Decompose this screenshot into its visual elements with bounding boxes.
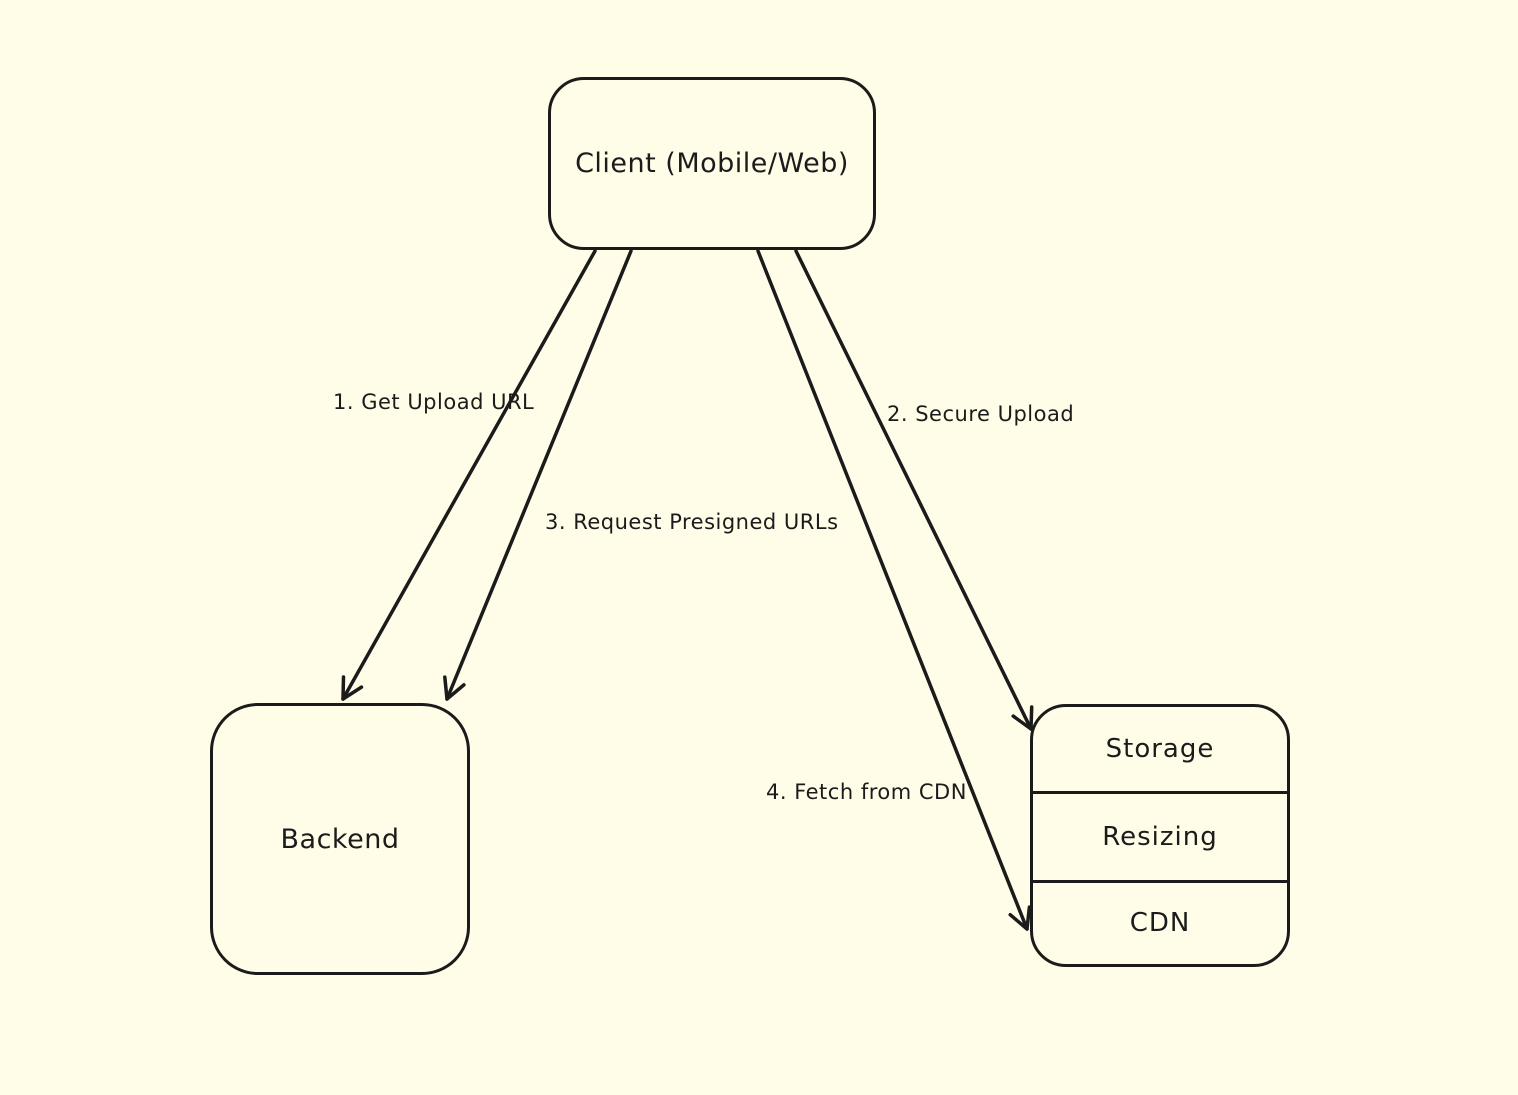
arrow-label-get-upload-url: 1. Get Upload URL <box>333 390 535 414</box>
arrow-request-presigned-urls <box>443 249 633 701</box>
arrow-line <box>756 249 1029 931</box>
stack-row-storage: Storage <box>1105 734 1215 764</box>
arrow-secure-upload <box>794 249 1034 731</box>
node-client: Client (Mobile/Web) <box>548 77 876 250</box>
arrowhead-icon <box>1008 905 1032 931</box>
arrow-get-upload-url <box>341 249 597 701</box>
arrowhead-icon <box>341 675 364 701</box>
arrowhead-icon <box>443 675 466 701</box>
node-backend-label: Backend <box>280 823 400 855</box>
arrow-line <box>341 249 597 701</box>
node-backend: Backend <box>210 703 470 975</box>
arrow-label-secure-upload: 2. Secure Upload <box>887 402 1075 426</box>
arrow-label-request-presigned-urls: 3. Request Presigned URLs <box>545 510 839 534</box>
arrow-label-fetch-from-cdn: 4. Fetch from CDN <box>766 780 967 804</box>
stack-row-resizing: Resizing <box>1033 791 1287 880</box>
arrow-line <box>445 249 633 701</box>
arrow-line <box>794 249 1033 731</box>
stack-row-cdn: CDN <box>1033 879 1287 964</box>
node-client-label: Client (Mobile/Web) <box>575 148 849 179</box>
arrow-fetch-from-cdn <box>756 249 1032 931</box>
arrowhead-icon <box>1011 705 1034 731</box>
node-storage-stack: Storage Resizing CDN <box>1030 704 1290 967</box>
